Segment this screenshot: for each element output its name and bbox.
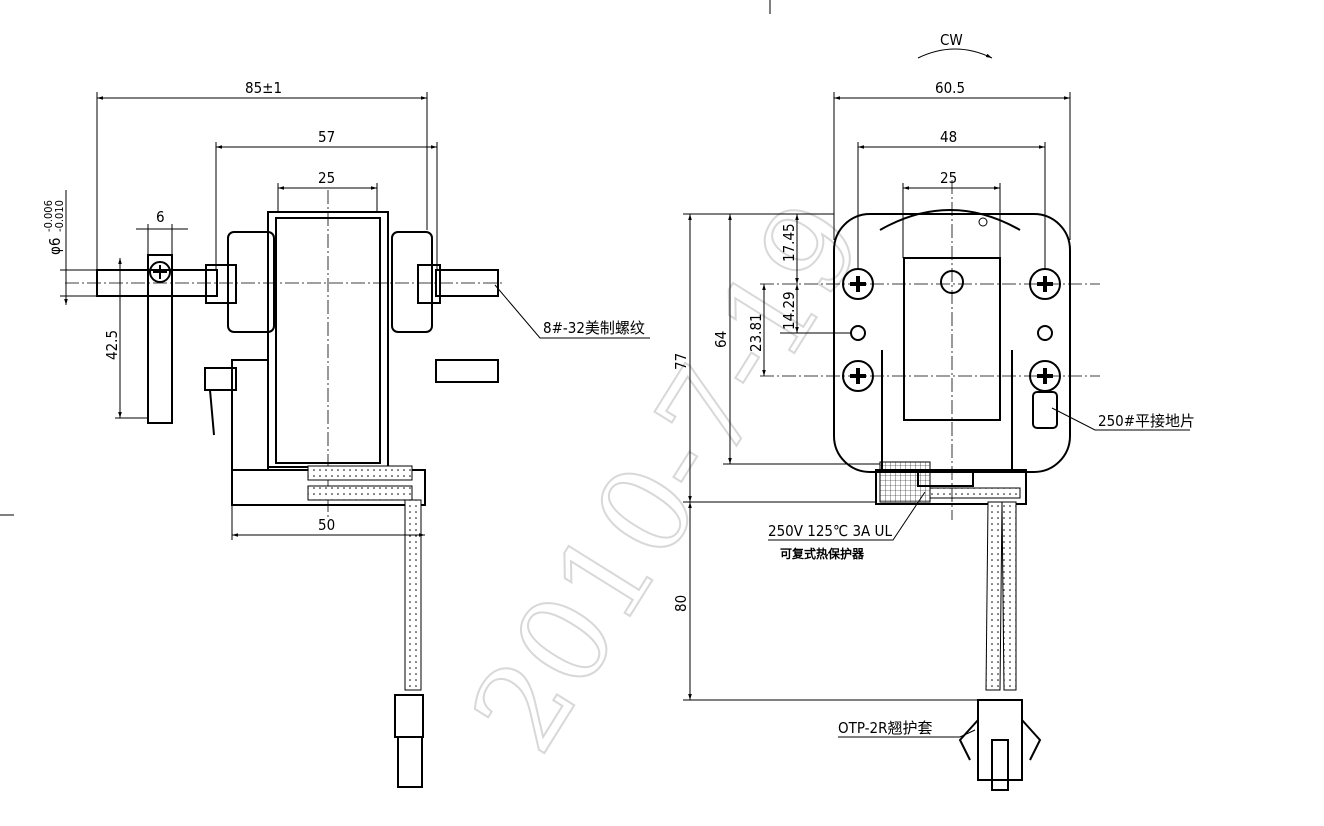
ground-terminal-note: 250#平接地片 xyxy=(1098,412,1195,430)
dim-14-29: 14.29 xyxy=(780,291,798,330)
dim-25-front: 25 xyxy=(940,169,957,187)
dim-85: 85±1 xyxy=(245,79,282,97)
dim-23-81: 23.81 xyxy=(747,313,765,352)
dim-77: 77 xyxy=(672,353,690,370)
connector-note: OTP-2R翘护套 xyxy=(838,719,933,737)
dim-25: 25 xyxy=(318,169,335,187)
dim-50: 50 xyxy=(318,516,335,534)
shaft-tolerance-upper: -0.006 xyxy=(42,200,55,232)
dim-60-5: 60.5 xyxy=(935,79,965,97)
rotation-direction: CW xyxy=(940,31,963,49)
dim-48: 48 xyxy=(940,128,957,146)
shaft-tolerance-lower: -0.010 xyxy=(53,200,66,232)
watermark: 2010-7-19 xyxy=(447,180,891,776)
dim-42-5: 42.5 xyxy=(103,330,121,360)
dim-57: 57 xyxy=(318,128,335,146)
shaft-diameter: φ6 xyxy=(46,238,64,255)
thread-note: 8#-32美制螺纹 xyxy=(543,319,645,337)
dim-17-45: 17.45 xyxy=(780,223,798,262)
protector-note: 可复式热保护器 xyxy=(780,546,865,561)
dim-6: 6 xyxy=(156,208,165,226)
side-view: 85±1 57 25 6 φ6 -0.006 -0.010 42.5 50 8#… xyxy=(42,79,650,788)
dim-80: 80 xyxy=(672,595,690,612)
screw xyxy=(842,268,1061,392)
dim-64: 64 xyxy=(712,331,730,348)
protector-rating: 250V 125℃ 3A UL xyxy=(768,522,892,540)
front-view: CW 60.5 48 xyxy=(672,31,1195,791)
